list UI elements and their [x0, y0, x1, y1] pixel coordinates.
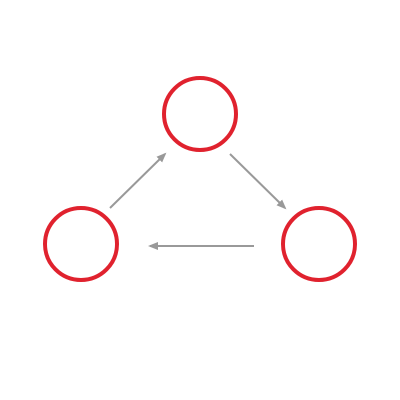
edge-top-to-right: [229, 153, 287, 210]
nodes-layer: [43, 76, 357, 282]
edge-left-to-top: [109, 152, 167, 209]
edges-layer: [109, 152, 287, 250]
node-left: [43, 206, 119, 282]
node-right: [281, 206, 357, 282]
node-top: [162, 76, 238, 152]
